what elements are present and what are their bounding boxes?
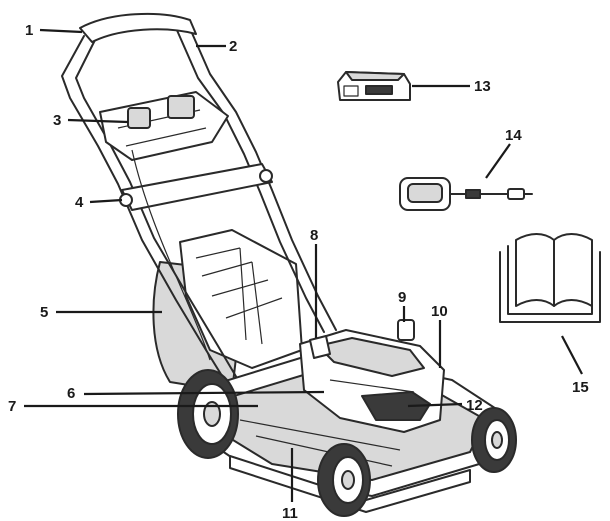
- callout-14: 14: [505, 127, 522, 144]
- manual-book-drawing: [499, 233, 601, 323]
- handle-frame: [61, 12, 337, 393]
- callout-11: 11: [282, 505, 298, 521]
- callout-1: 1: [25, 22, 33, 39]
- motor-housing: [299, 319, 445, 433]
- callout-9: 9: [398, 289, 406, 306]
- callout-5: 5: [40, 304, 48, 321]
- callout-7: 7: [8, 398, 16, 415]
- rear-wheel: [177, 369, 239, 459]
- callout-3: 3: [53, 112, 61, 129]
- charger-drawing: [399, 177, 533, 211]
- callout-2: 2: [229, 38, 237, 55]
- leader-14: [485, 143, 511, 179]
- leader-lines: [24, 28, 583, 502]
- leader-1: [39, 28, 83, 34]
- leader-12: [407, 402, 463, 408]
- front-wheel-right: [471, 407, 517, 473]
- leader-6: [83, 390, 325, 396]
- callout-labels: 1 2 3 4 5 6 7 8 9 10 11 12 13 14 15: [8, 22, 589, 521]
- leader-15: [561, 335, 583, 375]
- callout-8: 8: [310, 227, 318, 244]
- leader-4: [89, 198, 123, 204]
- battery-drawing: [337, 71, 411, 101]
- callout-15: 15: [572, 379, 589, 396]
- callout-4: 4: [75, 194, 84, 211]
- leader-3: [67, 118, 129, 124]
- callout-13: 13: [474, 78, 491, 95]
- callout-10: 10: [431, 303, 448, 320]
- front-wheel-left: [317, 443, 371, 517]
- callout-12: 12: [466, 397, 483, 414]
- callout-6: 6: [67, 385, 75, 402]
- lawn-mower-drawing: [61, 12, 517, 517]
